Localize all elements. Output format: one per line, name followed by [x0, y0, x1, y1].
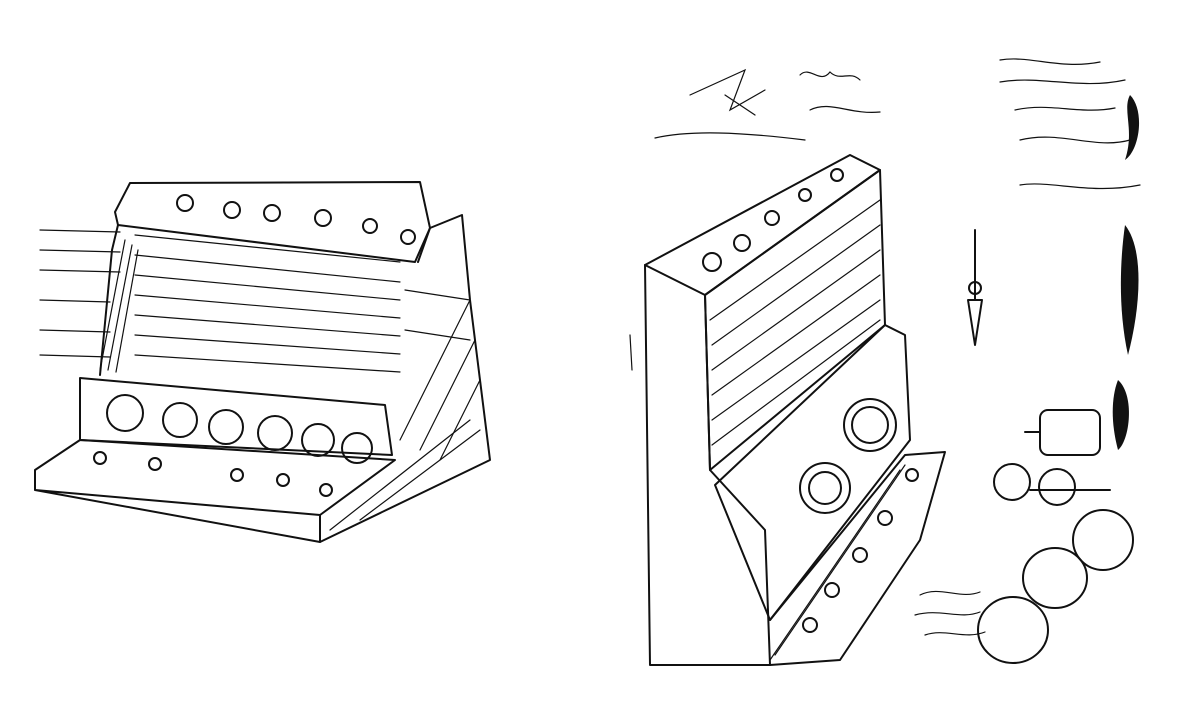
left-top-board	[114, 181, 431, 263]
right-machine-sketch	[629, 58, 1141, 666]
right-lower-panel	[714, 324, 911, 621]
right-spindle	[967, 229, 983, 346]
right-gear-parts	[993, 409, 1111, 506]
handwritten-notes	[629, 58, 1141, 636]
left-hatching	[99, 239, 481, 531]
left-side-wall	[319, 214, 491, 543]
right-rings	[977, 509, 1134, 664]
left-dials-base	[93, 451, 333, 497]
left-rods	[39, 229, 471, 358]
right-panel-lines	[709, 199, 906, 661]
left-dials-middle	[106, 394, 373, 464]
left-base-board	[34, 439, 396, 543]
left-middle-band	[79, 377, 393, 456]
right-spindle-wheel	[968, 281, 982, 295]
left-machine-sketch	[34, 181, 491, 543]
left-back-wall	[99, 224, 119, 376]
right-ink-blots	[1112, 95, 1140, 450]
right-large-dials	[799, 398, 897, 514]
left-slider-lines	[134, 234, 401, 373]
right-base-panel	[769, 451, 946, 666]
right-side-body	[644, 264, 771, 666]
right-base-dials	[802, 468, 919, 633]
left-dials-top	[176, 194, 416, 245]
right-top-dials	[702, 168, 844, 272]
